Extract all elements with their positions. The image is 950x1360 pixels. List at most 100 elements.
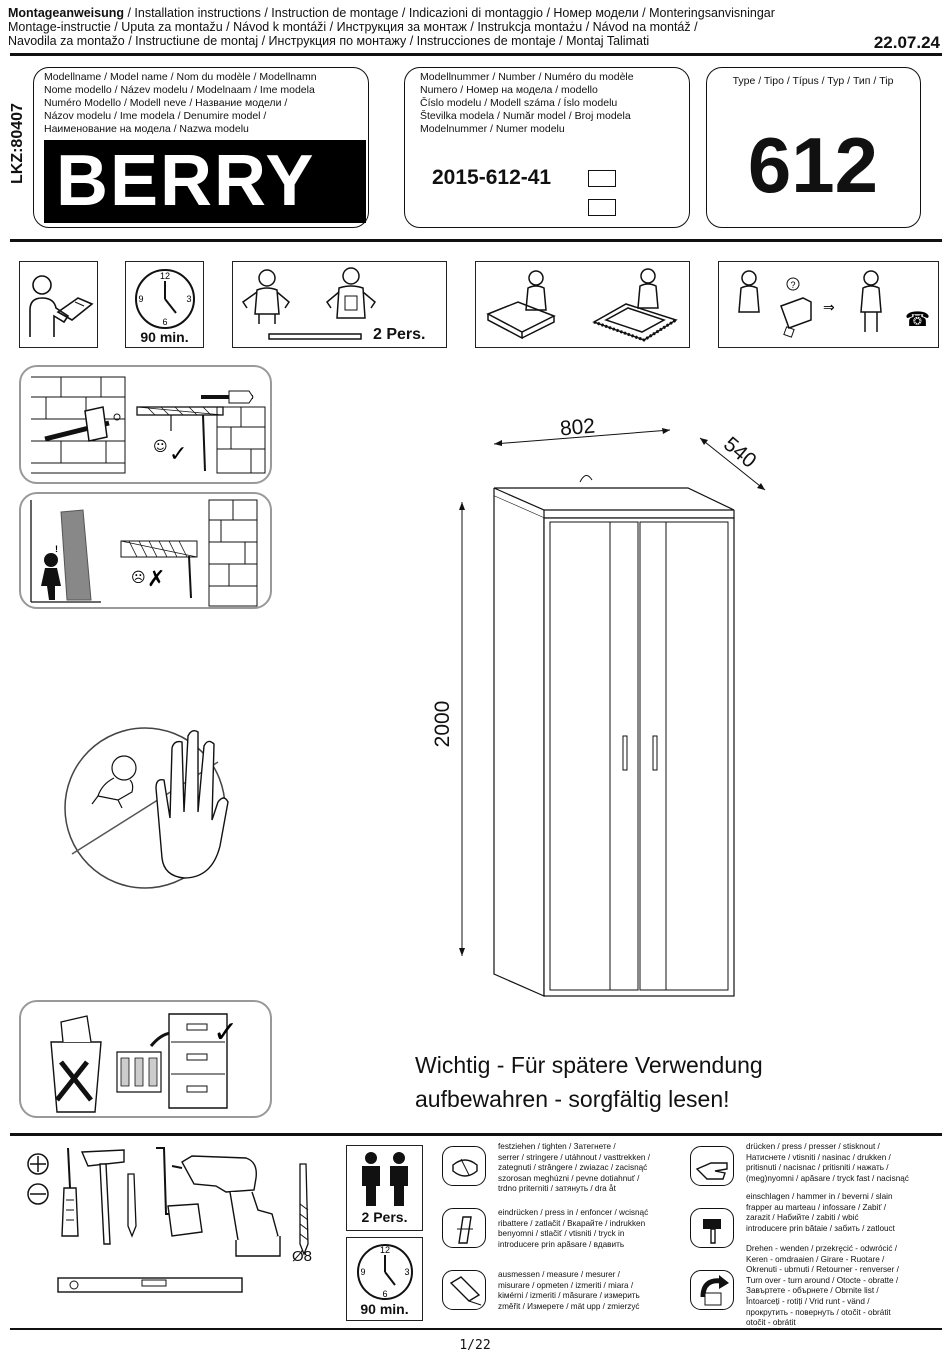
header-translations-1: / Installation instructions / Instructio… <box>123 6 775 20</box>
tighten-text-1: festziehen / tighten / Затегнете / <box>498 1142 616 1151</box>
measure-icon <box>442 1270 486 1310</box>
time-label: 90 min. <box>140 329 189 345</box>
assemble-on-carpet-icon <box>486 268 678 342</box>
press-in-text-2: ribattere / zatlačit / Вкарайте / indruk… <box>498 1218 646 1228</box>
time-panel: 12 3 6 9 90 min. <box>125 261 204 348</box>
hammer-text: einschlagen / hammer in / beverni / slai… <box>746 1192 895 1234</box>
tools-persons-label: 2 Pers. <box>361 1209 408 1225</box>
problem-call-service-icon: ? ⇒ ☎ <box>738 270 930 338</box>
turn-icon <box>690 1270 734 1310</box>
svg-text:9: 9 <box>360 1267 365 1277</box>
two-persons-icon <box>362 1152 408 1206</box>
turn-text-6: Întoarceți - rotiți / Vrid runt - vänd / <box>746 1296 870 1306</box>
svg-text:✗: ✗ <box>147 567 165 592</box>
wall-anchor-panel: ☺ ✓ <box>19 365 272 484</box>
svg-text:?: ? <box>790 280 795 290</box>
model-number-label-3: Číslo modelu / Modell száma / Íslo model… <box>420 97 618 109</box>
two-persons-label: 2 Pers. <box>373 326 426 343</box>
svg-text:✓: ✓ <box>213 1015 238 1050</box>
press-text: drücken / press / presser / stisknout / … <box>746 1142 909 1184</box>
tools-time-label: 90 min. <box>360 1301 409 1317</box>
svg-text:12: 12 <box>160 271 170 281</box>
svg-text:3: 3 <box>404 1267 409 1277</box>
turn-text-2: Keren - omdraaien / Girare - Ruotare / <box>746 1254 885 1264</box>
two-persons-panel: 2 Pers. <box>232 261 447 348</box>
svg-text:9: 9 <box>138 294 143 304</box>
wall-tip-over-panel: ! ☹ ✗ <box>19 492 272 609</box>
checkbox-2 <box>588 199 616 216</box>
turn-text-4: Turn over - turn around / Otocte - obrat… <box>746 1275 899 1285</box>
hammer-text-2: frapper au marteau / infossare / Zabiť / <box>746 1202 887 1212</box>
svg-text:6: 6 <box>382 1289 387 1299</box>
notice-line-1: Wichtig - Für spätere Verwendung <box>415 1052 763 1078</box>
model-number-label-4: Številka modela / Număr model / Broj mod… <box>420 110 631 122</box>
turn-text-5: Завъртете - обърнете / Obrnite list / <box>746 1286 879 1296</box>
model-number-value: 2015-612-41 <box>432 166 552 189</box>
measure-text-1: ausmessen / measure / mesurer / <box>498 1270 620 1279</box>
call-service-panel: ? ⇒ ☎ <box>718 261 939 348</box>
turn-text-7: прокрутить - повернуть / otočit - obráti… <box>746 1307 891 1317</box>
tools-time-box: 12 3 6 9 90 min. <box>346 1237 423 1321</box>
measure-text-3: kiмérni / izmeriti / măsurare / измерить <box>498 1291 640 1301</box>
header-line-1: Montageanweisung / Installation instruct… <box>8 6 775 20</box>
press-in-icon <box>442 1208 486 1248</box>
svg-text:☺: ☺ <box>153 439 168 455</box>
lkz-code: LKZ:80407 <box>9 103 26 184</box>
model-number-label-2: Numero / Номер на модела / modello <box>420 84 598 96</box>
tighten-text-4: szorosan meghúzni / pevne dotiahnuť / <box>498 1173 640 1183</box>
height-dimension-label: 2000 <box>431 700 454 748</box>
clock-icon: 12 3 6 9 <box>135 269 195 329</box>
model-name-label-2: Nome modello / Název modelu / Modelnaam … <box>44 84 315 96</box>
reading-person-icon <box>29 275 94 337</box>
hammer-text-3: zarazit / Набийте / zabiti / wbić <box>746 1213 859 1223</box>
turn-text-8: otočit - obrátit <box>746 1318 796 1328</box>
tighten-icon <box>442 1146 486 1186</box>
measure-text: ausmessen / measure / mesurer / misurare… <box>498 1270 640 1312</box>
child-safety-icon <box>64 727 229 889</box>
press-hand-icon <box>690 1146 734 1186</box>
wardrobe-drawing <box>459 428 766 997</box>
svg-text:☹: ☹ <box>131 570 146 586</box>
svg-text:12: 12 <box>380 1245 390 1255</box>
header-line-3: Navodila za montažo / Instructiune de mo… <box>8 34 650 48</box>
press-in-text-1: eindrücken / press in / enfoncer / wcisn… <box>498 1208 649 1217</box>
page-number: 1/22 <box>459 1338 491 1353</box>
notice-line-2: aufbewahren - sorgfältig lesen! <box>415 1086 730 1112</box>
tools-clock-icon: 12 3 6 9 <box>357 1244 413 1300</box>
model-number-label-5: Modelnummer / Numer modelu <box>420 123 565 135</box>
hammer-icon <box>690 1208 734 1248</box>
turn-text-3: Okrenuti - ubrnuti / Retourner - renvers… <box>746 1265 899 1275</box>
soft-surface-panel <box>475 261 690 348</box>
measure-text-2: misurare / opmeten / izmeriti / miara / <box>498 1280 634 1290</box>
important-notice: Wichtig - Für spätere Verwendung aufbewa… <box>415 1048 763 1116</box>
press-text-2: Натиснете / vtisniti / nasinac / drukken… <box>746 1152 891 1162</box>
recycling-panel: ✓ <box>19 1000 272 1118</box>
read-instructions-panel <box>19 261 98 348</box>
model-name-label-3: Numéro Modello / Modell neve / Название … <box>44 97 288 109</box>
measure-text-4: změřit / Измерете / mät upp / zmierzyć <box>498 1301 640 1311</box>
footer-divider <box>10 1328 942 1330</box>
drill-size-label: Ø8 <box>292 1248 313 1265</box>
tools-divider <box>10 1133 942 1136</box>
tip-over-warning-icon: ! ☹ ✗ <box>30 499 258 607</box>
type-box: Type / Tipo / Típus / Typ / Тип / Tip 61… <box>706 67 921 228</box>
checkbox-1 <box>588 170 616 187</box>
hammer-text-4: introducere prin bătaie / забить / zatlo… <box>746 1223 895 1233</box>
model-name-label-4: Názov modelu / Ime modela / Denumire mod… <box>44 110 267 122</box>
tighten-text-3: zategnuti / strângere / zwiazac / zacisn… <box>498 1163 648 1173</box>
press-in-text-4: introducere prin apăsare / вдавить <box>498 1239 625 1249</box>
model-name-label-5: Наименование на модела / Nazwa modelu <box>44 123 249 135</box>
svg-text:⇒: ⇒ <box>823 300 835 316</box>
svg-text:!: ! <box>55 544 58 554</box>
turn-text-1: Drehen - wenden / przekręcić - odwrócić … <box>746 1244 898 1253</box>
press-text-4: (meg)nyomni / apăsare / tryck fast / nac… <box>746 1173 909 1183</box>
model-number-box: Modellnummer / Number / Numéro du modèle… <box>404 67 690 228</box>
svg-text:6: 6 <box>162 317 167 327</box>
width-dimension-label: 802 <box>559 414 596 441</box>
type-label: Type / Tipo / Típus / Typ / Тип / Tip <box>732 75 894 87</box>
model-number-label-1: Modellnummer / Number / Numéro du modèle <box>420 71 634 83</box>
turn-text: Drehen - wenden / przekręcić - odwrócić … <box>746 1244 899 1329</box>
press-in-text-3: benyomni / stlačiť / vtisniti / tryck in <box>498 1229 625 1239</box>
svg-text:☎: ☎ <box>905 307 930 331</box>
wall-fixing-ok-icon: ☺ ✓ <box>31 376 266 474</box>
